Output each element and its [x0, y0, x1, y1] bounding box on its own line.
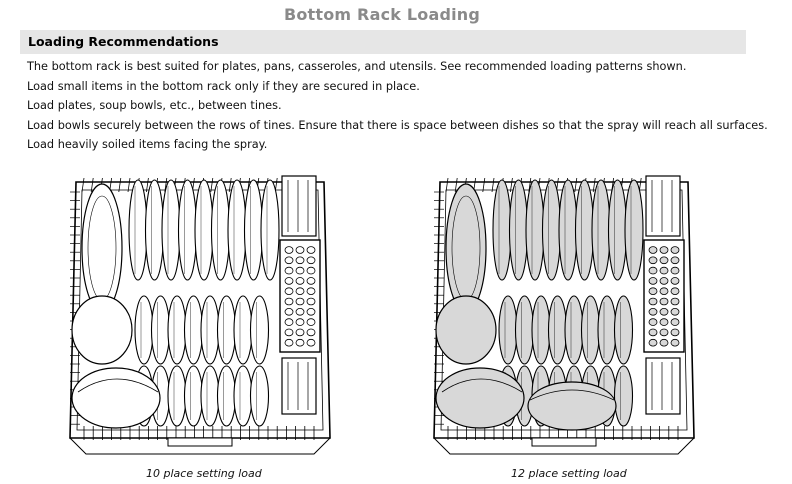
instruction-line: Load small items in the bottom rack only… [27, 79, 420, 93]
instruction-text: The bottom rack is best suited for plate… [27, 57, 768, 155]
figure-caption: 10 place setting load [146, 467, 262, 480]
instruction-line: Load heavily soiled items facing the spr… [27, 138, 268, 151]
instruction-line: The bottom rack is best suited for plate… [27, 60, 687, 73]
rack-drawing [69, 175, 331, 455]
page-title: Bottom Rack Loading [283, 5, 481, 24]
figure-caption: 12 place setting load [511, 467, 627, 480]
section-header-bar: Loading Recommendations [20, 30, 746, 54]
rack-illustration-12-place [432, 168, 696, 458]
rack-drawing [433, 175, 695, 455]
instruction-line: Load plates, soup bowls, etc., between t… [27, 99, 282, 112]
rack-illustration-10-place [68, 168, 332, 458]
instruction-line: Load bowls securely between the rows of … [27, 118, 768, 132]
section-heading: Loading Recommendations [28, 34, 219, 49]
